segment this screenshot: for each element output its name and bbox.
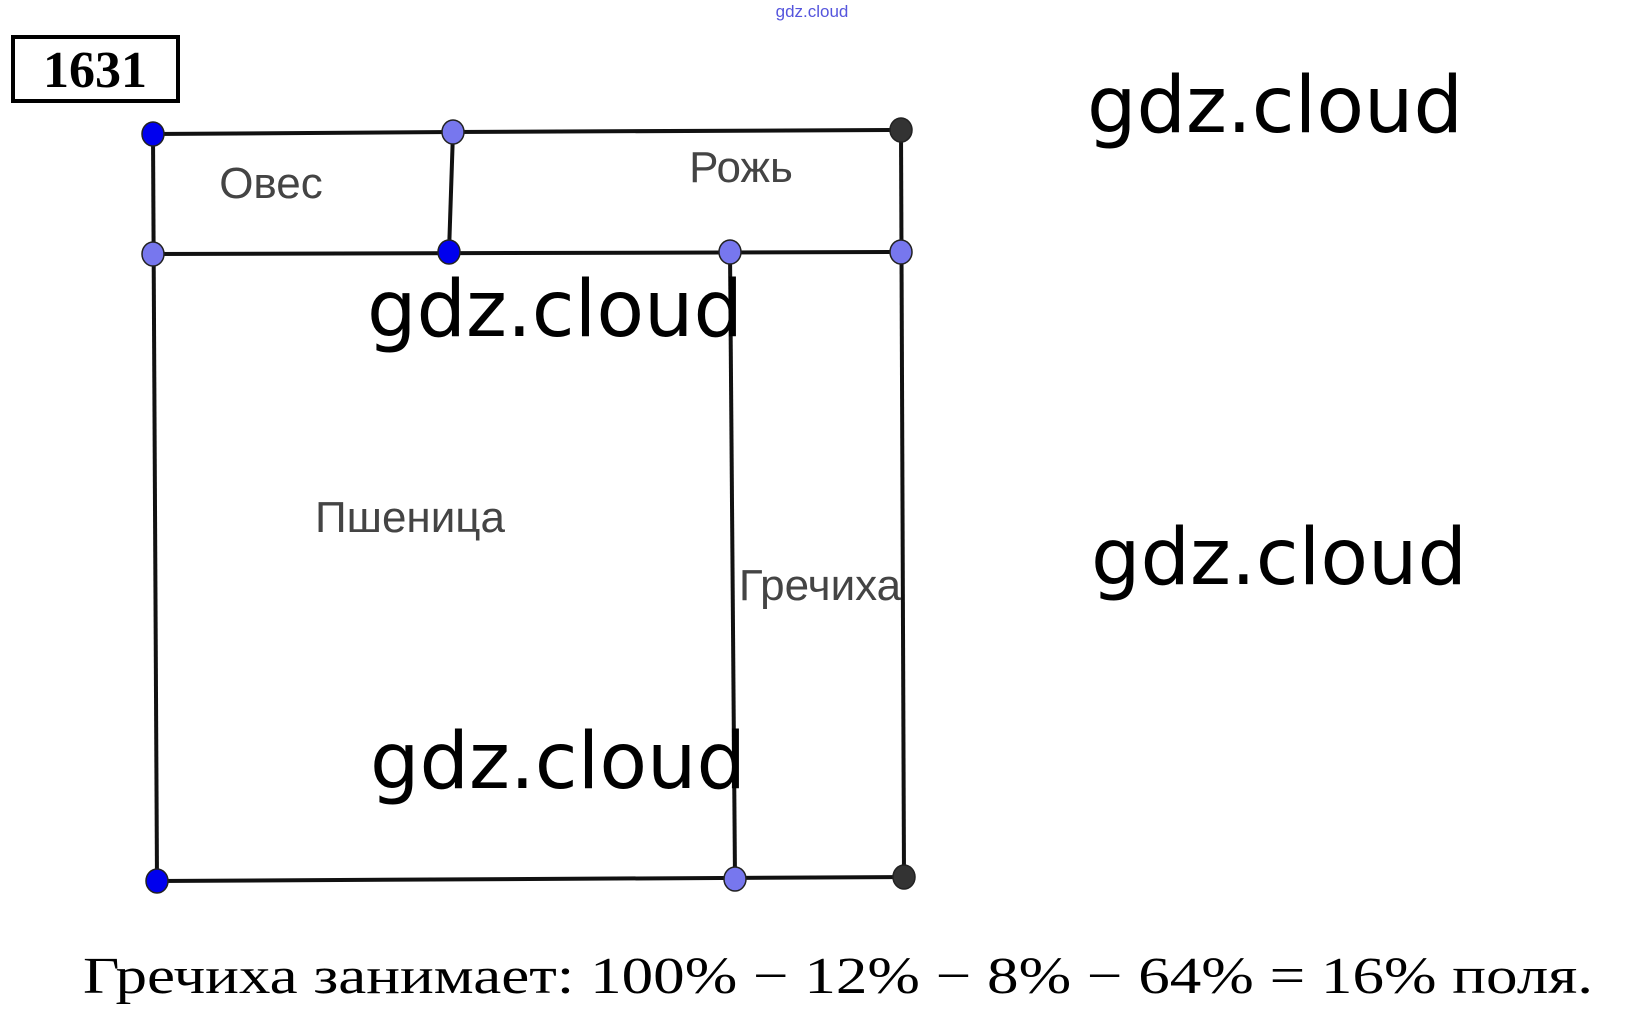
- line: [152, 250, 902, 256]
- point: [889, 117, 913, 143]
- top-watermark: gdz.cloud: [776, 2, 849, 21]
- point: [723, 866, 747, 892]
- point: [141, 121, 165, 147]
- line: [452, 128, 902, 134]
- answer-text: Гречиха занимает: 100% − 12% − 8% − 64% …: [83, 948, 1593, 1005]
- point: [892, 864, 916, 890]
- label-wheat: Пшеница: [315, 493, 505, 542]
- label-oats: Овес: [219, 159, 323, 208]
- point: [441, 119, 465, 145]
- label-buckwheat: Гречиха: [739, 561, 902, 610]
- watermark: gdz.cloud: [1087, 61, 1463, 151]
- problem-number-box: [11, 35, 180, 103]
- line: [156, 875, 905, 883]
- point: [141, 241, 165, 267]
- line: [152, 130, 454, 136]
- point: [718, 239, 742, 265]
- line: [447, 131, 455, 253]
- watermark: gdz.cloud: [370, 717, 746, 807]
- label-rye: Рожь: [689, 143, 793, 192]
- watermark: gdz.cloud: [367, 265, 743, 355]
- points: [141, 117, 916, 894]
- problem-number: 1631: [43, 42, 147, 99]
- point: [145, 868, 169, 894]
- line: [728, 251, 737, 880]
- point: [889, 239, 913, 265]
- point: [437, 239, 461, 265]
- watermark: gdz.cloud: [1091, 513, 1467, 603]
